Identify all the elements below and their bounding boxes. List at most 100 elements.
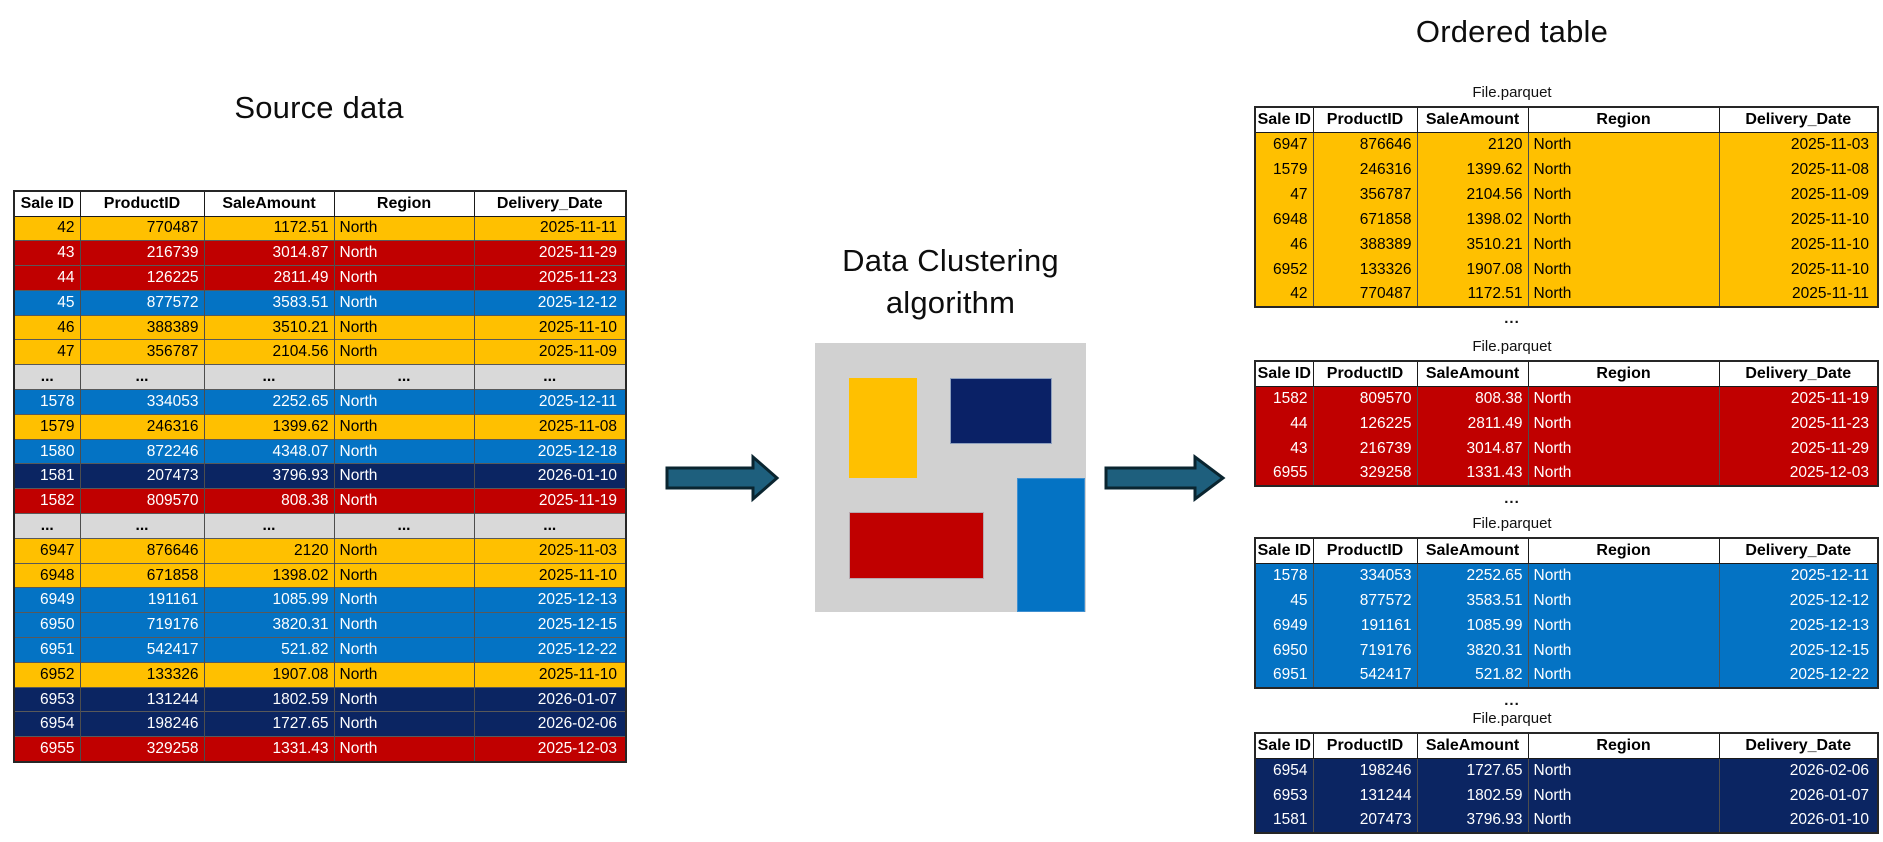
table-cell: 388389	[1312, 232, 1418, 257]
table-cell: 388389	[79, 314, 205, 340]
table-cell: 4348.07	[203, 438, 335, 464]
table-cell: North	[333, 562, 475, 588]
table-cell: 46	[13, 314, 81, 340]
table-cell: 133326	[1312, 257, 1418, 282]
table-cell: North	[1527, 783, 1720, 808]
table-cell: 2025-12-18	[473, 438, 627, 464]
table-cell: 191161	[1312, 613, 1418, 638]
table-cell: 6954	[13, 711, 81, 737]
table-cell: 6947	[1254, 132, 1314, 157]
ellipsis-separator: ...	[1504, 310, 1520, 327]
table-cell: North	[1527, 613, 1720, 638]
table-cell: 2025-12-03	[1718, 461, 1879, 486]
column-header: SaleAmount	[1416, 537, 1529, 564]
algo-title-line1: Data Clustering	[842, 243, 1059, 278]
table-cell: 2026-02-06	[473, 711, 627, 737]
table-cell: 6953	[1254, 783, 1314, 808]
table-cell: 719176	[1312, 638, 1418, 663]
ellipsis-cell: ...	[473, 513, 627, 539]
table-cell: North	[333, 438, 475, 464]
table-cell: 2026-01-07	[1718, 783, 1879, 808]
ellipsis-cell: ...	[203, 364, 335, 390]
table-cell: 42	[13, 215, 81, 241]
table-cell: 3014.87	[203, 240, 335, 266]
table-cell: 2025-11-23	[473, 265, 627, 291]
table-cell: North	[1527, 638, 1720, 663]
table-cell: 877572	[1312, 588, 1418, 613]
table-cell: 43	[13, 240, 81, 266]
table-cell: 1579	[1254, 157, 1314, 182]
table-cell: 126225	[79, 265, 205, 291]
table-cell: 6954	[1254, 758, 1314, 783]
table-cell: 2025-11-10	[473, 661, 627, 688]
table-cell: 6949	[13, 587, 81, 613]
table-cell: 2025-11-11	[1718, 282, 1879, 307]
table-cell: 808.38	[1416, 386, 1529, 411]
table-cell: 1398.02	[203, 562, 335, 588]
ellipsis-cell: ...	[79, 364, 205, 390]
table-cell: North	[1527, 808, 1720, 833]
table-cell: 356787	[1312, 182, 1418, 207]
file-label: File.parquet	[1472, 338, 1552, 355]
table-cell: 246316	[79, 413, 205, 440]
table-cell: 1581	[13, 463, 81, 489]
table-cell: 3796.93	[203, 463, 335, 489]
table-cell: 356787	[79, 339, 205, 365]
table-cell: 44	[1254, 411, 1314, 436]
column-header: ProductID	[79, 190, 205, 217]
table-cell: 329258	[1312, 461, 1418, 486]
table-cell: 1172.51	[203, 215, 335, 241]
table-cell: 6955	[1254, 461, 1314, 486]
table-cell: 2025-11-19	[1718, 386, 1879, 411]
table-cell: North	[333, 265, 475, 291]
table-cell: 131244	[1312, 783, 1418, 808]
column-header: Sale ID	[13, 190, 81, 217]
table-cell: 198246	[1312, 758, 1418, 783]
column-header: Region	[1527, 360, 1720, 387]
table-cell: 2025-12-11	[1718, 563, 1879, 588]
column-header: Delivery_Date	[1718, 537, 1879, 564]
table-cell: 1085.99	[1416, 613, 1529, 638]
table-cell: North	[1527, 157, 1720, 182]
table-cell: North	[333, 413, 475, 440]
table-cell: 45	[1254, 588, 1314, 613]
column-header: Sale ID	[1254, 732, 1314, 759]
file-label: File.parquet	[1472, 710, 1552, 727]
table-cell: North	[1527, 132, 1720, 157]
table-cell: 1582	[13, 488, 81, 514]
table-cell: North	[333, 463, 475, 489]
source-data-title: Source data	[234, 90, 404, 125]
file-label: File.parquet	[1472, 515, 1552, 532]
table-cell: North	[333, 488, 475, 514]
table-cell: North	[333, 736, 475, 762]
column-header: Region	[1527, 106, 1720, 133]
table-cell: 2025-11-10	[473, 314, 627, 340]
table-cell: 719176	[79, 612, 205, 638]
navy-cluster-block	[950, 378, 1052, 444]
table-cell: 872246	[79, 438, 205, 464]
table-cell: 2025-11-08	[473, 413, 627, 440]
table-cell: 2025-11-19	[473, 488, 627, 514]
table-cell: 334053	[1312, 563, 1418, 588]
